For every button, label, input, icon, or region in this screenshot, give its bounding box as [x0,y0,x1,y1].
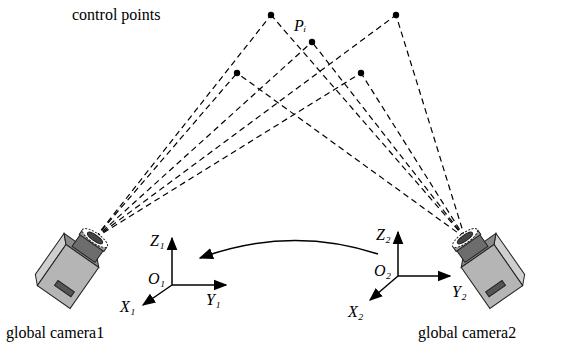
camera-name: global camera1 [6,324,104,342]
transform-arrow [200,240,378,258]
origin-label: O₁ [148,270,165,288]
axis-label: X₁ [120,298,135,316]
control-points [234,12,399,76]
axis-label: Y₁ [206,291,220,309]
axis-label: Z₁ [150,232,164,250]
axis-label: X₂ [348,303,363,321]
camera-name: global camera2 [418,324,516,342]
point-symbol: Pᵢ [293,17,307,35]
camera2 [446,218,529,309]
sight-lines [95,15,465,238]
origin-label: O₂ [374,262,391,280]
axis-label: Z₂ [376,226,390,244]
camera1 [31,218,114,309]
caption-text: control points [72,6,160,24]
axis-label: Y₂ [452,283,466,301]
